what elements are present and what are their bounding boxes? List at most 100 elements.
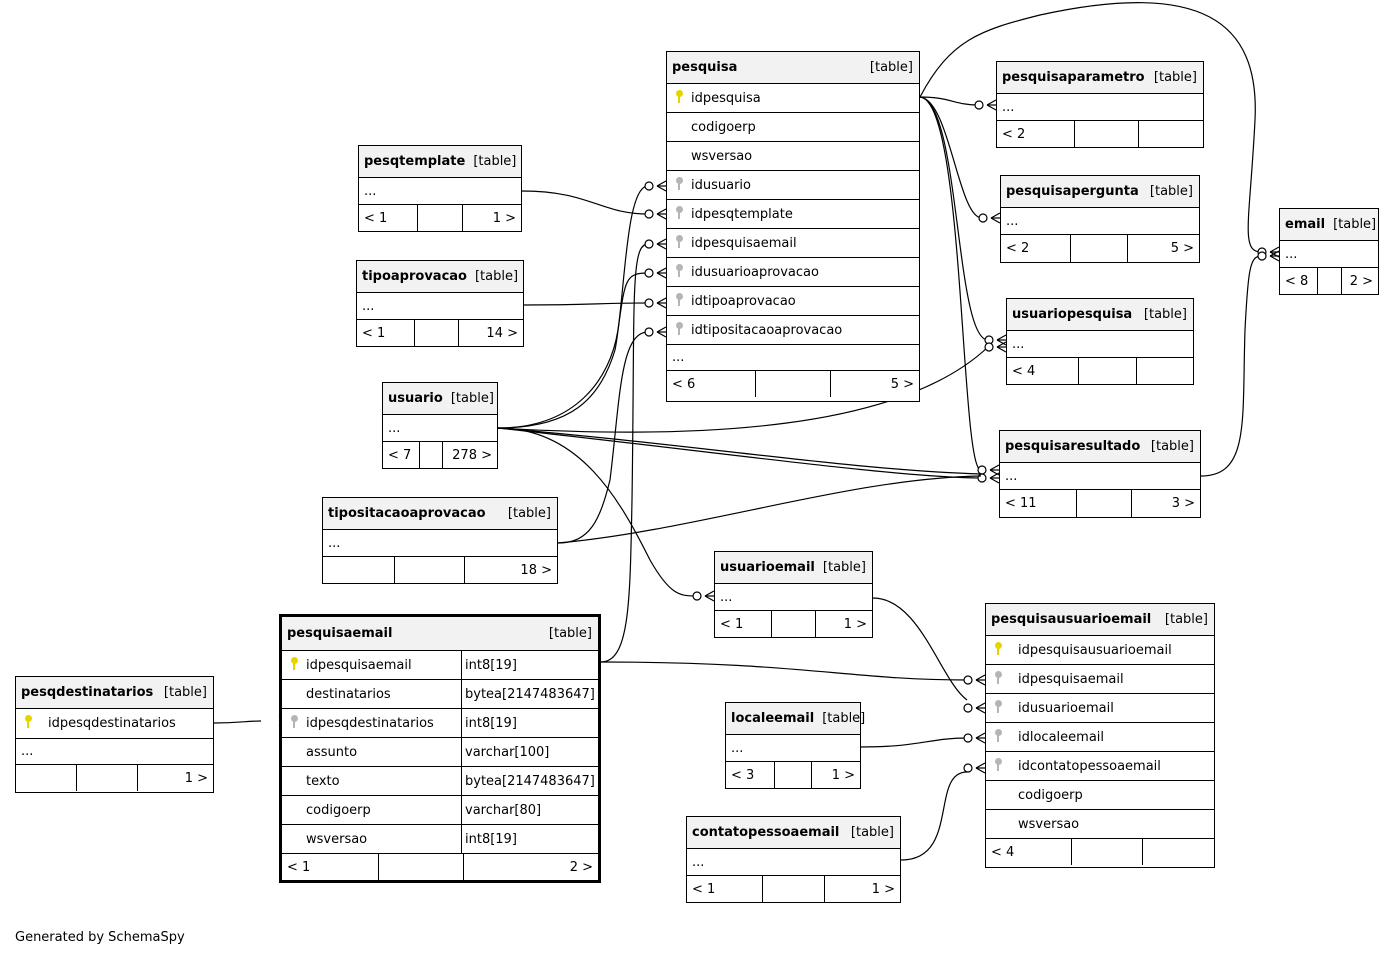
- more-columns: ...: [359, 178, 521, 205]
- table-footer: < 1 1 >: [687, 876, 900, 902]
- parents-count[interactable]: < 2: [1001, 235, 1071, 262]
- table-footer: < 4: [1007, 358, 1193, 384]
- table-pesquisausuarioemail[interactable]: pesquisausuarioemail [table] idpesquisau…: [985, 603, 1215, 868]
- foreign-key-icon: [994, 757, 1002, 771]
- table-pesqdestinatarios[interactable]: pesqdestinatarios [table] idpesqdestinat…: [15, 676, 214, 793]
- children-count[interactable]: 1 >: [843, 616, 867, 632]
- table-pesquisaresultado[interactable]: pesquisaresultado [table] ... < 11 3 >: [999, 430, 1201, 518]
- footer-spacer: [763, 876, 825, 902]
- table-pesquisaparametro[interactable]: pesquisaparametro [table] ... < 2: [996, 61, 1204, 148]
- column-name: idpesqdestinatarios: [306, 715, 434, 731]
- column-name: codigoerp: [306, 802, 371, 818]
- table-footer: < 3 1 >: [726, 762, 860, 788]
- footer-spacer: [775, 762, 812, 788]
- parents-count[interactable]: < 3: [726, 762, 775, 788]
- table-footer: < 1 2 >: [282, 854, 598, 880]
- crows-foot-marker: [1257, 250, 1280, 262]
- table-name: pesquisa: [672, 60, 738, 75]
- more-columns: ...: [1280, 241, 1378, 268]
- parents-count[interactable]: < 1: [715, 611, 772, 637]
- column-name: idtipoaprovacao: [691, 293, 796, 309]
- column-row: wsversao: [667, 142, 919, 171]
- children-count[interactable]: 1 >: [492, 210, 516, 226]
- column-name: idpesquisaemail: [306, 657, 412, 673]
- relationship-line: [919, 2, 1262, 253]
- table-pesquisapergunta[interactable]: pesquisapergunta [table] ... < 2 5 >: [1000, 175, 1200, 263]
- children-count[interactable]: 5 >: [1170, 241, 1194, 256]
- parents-count[interactable]: < 7: [383, 442, 420, 468]
- table-name: tipoaprovacao: [362, 269, 467, 284]
- relationship-line: [213, 720, 262, 724]
- column-type: bytea[2147483647]: [461, 680, 598, 708]
- table-usuario[interactable]: usuario [table] ... < 7 278 >: [382, 382, 498, 469]
- table-name: pesqtemplate: [364, 154, 466, 169]
- column-row: idusuarioemail: [986, 694, 1214, 723]
- table-type: [table]: [473, 154, 517, 169]
- crows-foot-marker: [963, 732, 986, 744]
- column-name: texto: [306, 773, 340, 789]
- relationship-line: [523, 302, 649, 306]
- table-pesquisa[interactable]: pesquisa [table] idpesquisa codigoerp ws…: [666, 51, 920, 402]
- table-footer: < 8 2 >: [1280, 268, 1378, 294]
- more-columns: ...: [1001, 208, 1199, 235]
- parents-count[interactable]: < 2: [997, 121, 1075, 147]
- table-name: pesquisaparametro: [1002, 70, 1145, 85]
- parents-count[interactable]: [16, 765, 77, 791]
- children-count[interactable]: 1 >: [184, 770, 208, 786]
- children-count[interactable]: 14 >: [486, 325, 518, 341]
- table-type: [table]: [1143, 307, 1187, 322]
- parents-count[interactable]: < 1: [282, 854, 379, 880]
- table-usuarioemail[interactable]: usuarioemail [table] ... < 1 1 >: [714, 551, 873, 638]
- table-header: usuariopesquisa [table]: [1007, 299, 1193, 331]
- table-footer: < 2: [997, 121, 1203, 147]
- children-count[interactable]: 5 >: [890, 376, 914, 392]
- children-count[interactable]: 2 >: [1349, 273, 1373, 289]
- column-name: idpesquisaemail: [691, 235, 797, 251]
- column-name: assunto: [306, 744, 358, 760]
- relationship-line: [1200, 255, 1262, 477]
- more-columns: ...: [997, 94, 1203, 121]
- footer-spacer: [415, 320, 459, 346]
- parents-count[interactable]: < 8: [1280, 268, 1318, 294]
- table-footer: < 6 5 >: [667, 371, 919, 397]
- column-name: idcontatopessoaemail: [1018, 758, 1161, 774]
- column-row: idpesquisaemail: [667, 229, 919, 258]
- parents-count[interactable]: < 6: [667, 371, 756, 397]
- parents-count[interactable]: < 1: [687, 876, 763, 902]
- table-localeemail[interactable]: localeemail [table] ... < 3 1 >: [725, 702, 865, 789]
- children-count[interactable]: 2 >: [569, 859, 593, 875]
- table-name: localeemail: [731, 711, 815, 726]
- children-count[interactable]: 278 >: [452, 447, 492, 463]
- relationship-line: [521, 190, 649, 215]
- parents-count[interactable]: < 4: [986, 839, 1072, 865]
- parents-count[interactable]: < 4: [1007, 358, 1079, 384]
- column-row: idlocaleemail: [986, 723, 1214, 752]
- table-pesqtemplate[interactable]: pesqtemplate [table] ... < 1 1 >: [358, 145, 522, 232]
- table-contatopessoaemail[interactable]: contatopessoaemail [table] ... < 1 1 >: [686, 816, 901, 903]
- crows-foot-marker: [644, 180, 667, 192]
- table-email[interactable]: email [table] ... < 8 2 >: [1279, 208, 1379, 295]
- table-header: tipoaprovacao [table]: [357, 261, 523, 293]
- parents-count[interactable]: [323, 557, 395, 583]
- children-count[interactable]: 1 >: [831, 767, 855, 783]
- column-name: wsversao: [691, 148, 753, 164]
- children-count[interactable]: 18 >: [520, 562, 552, 578]
- column-row: idpesqtemplate: [667, 200, 919, 229]
- table-tipoaprovacao[interactable]: tipoaprovacao [table] ... < 1 14 >: [356, 260, 524, 347]
- column-name: idusuario: [691, 177, 751, 193]
- table-tipositacaoaprovacao[interactable]: tipositacaoaprovacao [table] ... 18 >: [322, 497, 558, 584]
- children-count[interactable]: 1 >: [871, 881, 895, 897]
- footer-spacer: [77, 765, 138, 791]
- children-count[interactable]: [1143, 839, 1214, 865]
- table-usuariopesquisa[interactable]: usuariopesquisa [table] ... < 4: [1006, 298, 1194, 385]
- generator-credit: Generated by SchemaSpy: [15, 930, 185, 945]
- children-count[interactable]: 3 >: [1171, 496, 1195, 511]
- parents-count[interactable]: < 1: [357, 320, 415, 346]
- parents-count[interactable]: < 1: [359, 205, 418, 231]
- parents-count[interactable]: < 11: [1000, 490, 1077, 517]
- children-count[interactable]: [1139, 121, 1203, 147]
- more-columns: ...: [1000, 463, 1200, 490]
- children-count[interactable]: [1137, 358, 1193, 384]
